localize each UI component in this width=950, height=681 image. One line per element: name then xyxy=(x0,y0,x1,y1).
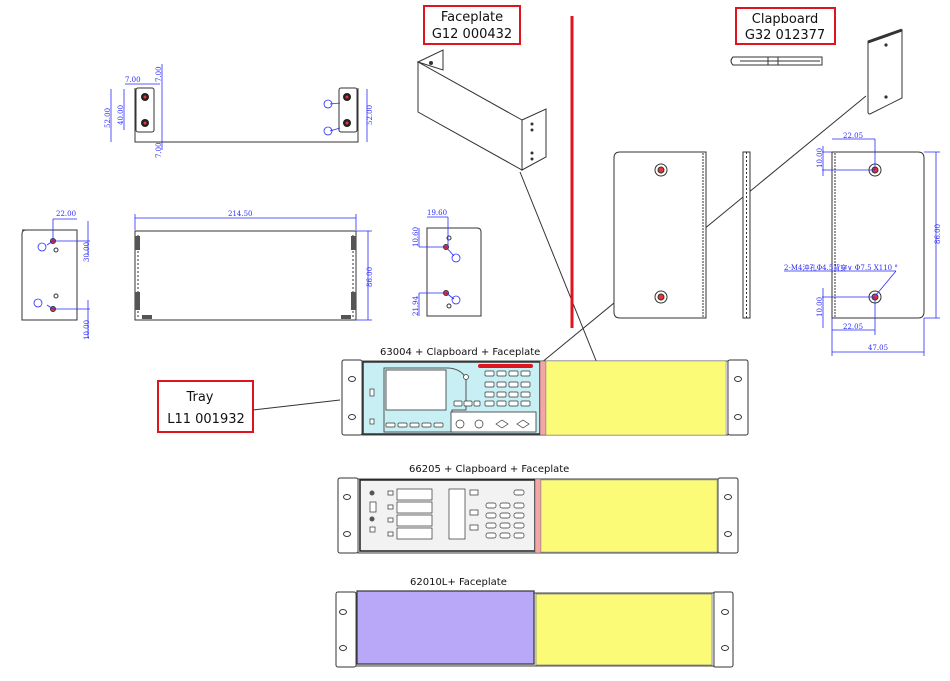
dim-label: 52.00 xyxy=(104,108,112,128)
panel-62010L xyxy=(356,590,535,665)
faceplate-3d-view xyxy=(416,49,598,364)
faceplate-yellow xyxy=(535,593,713,666)
tray-right-side-view: 19.60 10.60 21.94 xyxy=(412,209,482,317)
faceplate-callout: Faceplate G12 000432 xyxy=(423,5,521,45)
dim-label: 7.00 xyxy=(155,142,163,158)
assembly-66205: 66205 + Clapboard + Faceplate xyxy=(337,464,739,554)
dim-note: 2-M4沖孔Φ4.5背穿∨ Φ7.5 X110 ° xyxy=(784,263,898,272)
tray-callout: Tray L11 001932 xyxy=(157,380,341,433)
tray-front-view: 214.50 86.00 xyxy=(134,210,374,321)
faceplate-part-no: G12 000432 xyxy=(432,27,512,42)
faceplate-leader-line xyxy=(519,171,598,364)
dim-label: 21.94 xyxy=(412,295,420,316)
dim-label: 47.05 xyxy=(868,344,888,352)
assembly-label: 63004 + Clapboard + Faceplate xyxy=(380,347,540,358)
assembly-label: 66205 + Clapboard + Faceplate xyxy=(409,464,569,475)
tray-top-view: 7.00 7.00 40.00 52.00 7.00 52.00 xyxy=(104,64,374,158)
dim-label: 7.00 xyxy=(125,76,141,84)
clapboard-views: 22.05 10.00 86.00 2-M4沖孔Φ4.5背穿∨ Φ7.5 X11… xyxy=(540,28,942,364)
clapboard-part-no: G32 012377 xyxy=(745,28,825,43)
clapboard-callout: Clapboard G32 012377 xyxy=(735,7,836,45)
dim-label: 22.00 xyxy=(56,210,76,218)
dim-label: 22.05 xyxy=(843,132,863,140)
dim-label: 86.00 xyxy=(366,267,374,287)
faceplate-name: Faceplate xyxy=(441,10,503,25)
dim-label: 214.50 xyxy=(228,210,253,218)
assembly-62010L: 62010L+ Faceplate xyxy=(335,577,734,668)
dim-label: 10.00 xyxy=(816,148,824,168)
dim-label: 86.00 xyxy=(934,224,942,244)
tray-left-side-view: 22.00 30.00 10.00 xyxy=(21,210,91,340)
assembly-63004: 63004 + Clapboard + Faceplate xyxy=(341,347,749,436)
dim-label: 30.00 xyxy=(83,242,91,262)
faceplate-yellow xyxy=(545,360,727,436)
dim-label: 7.00 xyxy=(155,66,163,82)
dim-label: 10.60 xyxy=(412,227,420,247)
dim-label: 40.00 xyxy=(117,105,125,125)
dim-label: 52.00 xyxy=(366,105,374,125)
dim-label: 10.00 xyxy=(816,297,824,317)
faceplate-yellow xyxy=(540,479,718,553)
assembly-label: 62010L+ Faceplate xyxy=(410,577,507,588)
clapboard-strip xyxy=(534,478,542,554)
clapboard-name: Clapboard xyxy=(752,12,818,27)
tray-name: Tray xyxy=(185,390,213,405)
tray-part-no: L11 001932 xyxy=(167,412,245,427)
dim-label: 10.00 xyxy=(83,320,91,340)
dim-label: 19.60 xyxy=(427,209,447,217)
dim-label: 22.05 xyxy=(843,323,863,331)
clapboard-strip xyxy=(539,360,547,436)
